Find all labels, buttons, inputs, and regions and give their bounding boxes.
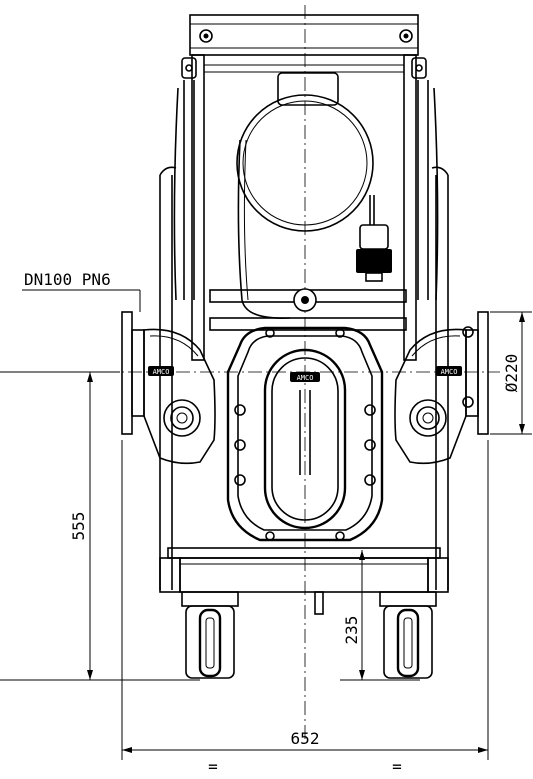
left-drain-ring <box>163 399 201 437</box>
left-frame-post <box>191 54 205 361</box>
right-wheel-mount <box>379 591 437 607</box>
logo-center <box>290 372 320 382</box>
flange-note-leader: DN100 PN6 <box>22 270 141 312</box>
logo-right-text: AMCO <box>441 368 458 376</box>
dim-flange-diameter: Ø220 <box>490 311 532 435</box>
logo-center-text: AMCO <box>297 374 314 382</box>
motor-drum <box>236 72 392 319</box>
wheel-right <box>379 591 437 679</box>
symmetry-right-label: = <box>392 757 402 774</box>
left-side-rail <box>159 175 173 590</box>
right-side-rail <box>435 175 449 590</box>
base-frame <box>159 547 449 615</box>
drain-tap <box>314 591 324 615</box>
lower-cross-member <box>209 317 407 331</box>
left-wheel-fork <box>185 605 235 679</box>
motor-housing <box>236 94 374 232</box>
right-wheel-fork <box>383 605 433 679</box>
bolt-top-left <box>199 29 213 43</box>
left-wheel-mount <box>181 591 239 607</box>
side-rails <box>159 166 449 590</box>
left-elbow-body <box>143 328 216 465</box>
flange-note-label: DN100 PN6 <box>24 270 111 289</box>
base-top-rail <box>167 547 441 559</box>
left-flange-plate <box>121 311 133 435</box>
pump-outer-casing <box>226 326 384 542</box>
logo-left <box>148 366 174 376</box>
logo-right <box>436 366 462 376</box>
left-wheel-tyre <box>198 608 222 678</box>
height-555-label: 555 <box>69 512 88 541</box>
dim-height-235: 235 <box>340 550 420 681</box>
right-elbow-body <box>394 328 467 465</box>
wheel-left <box>181 591 239 679</box>
top-crossbar <box>189 14 419 56</box>
dim-height-555: 555 <box>0 371 200 681</box>
motor-cap <box>277 72 339 106</box>
base-box <box>179 557 429 593</box>
pump-housing: AMCO <box>226 288 384 542</box>
height-235-label: 235 <box>342 616 361 645</box>
right-flange-plate <box>477 311 489 435</box>
top-frame <box>173 14 439 361</box>
right-wheel-tyre <box>396 608 420 678</box>
left-outlet: AMCO <box>121 311 216 465</box>
dim-width-652: 652 = = <box>121 440 489 776</box>
right-frame-post <box>403 54 417 361</box>
inspection-window <box>263 348 347 530</box>
right-drain-ring <box>409 399 447 437</box>
bolt-top-right <box>399 29 413 43</box>
flange-diameter-label: Ø220 <box>502 354 521 393</box>
cable-loop <box>237 139 291 319</box>
logo-left-text: AMCO <box>153 368 170 376</box>
cable-connector <box>359 224 389 250</box>
width-652-label: 652 <box>291 729 320 748</box>
right-outlet: AMCO <box>394 311 489 465</box>
symmetry-left-label: = <box>208 757 218 774</box>
